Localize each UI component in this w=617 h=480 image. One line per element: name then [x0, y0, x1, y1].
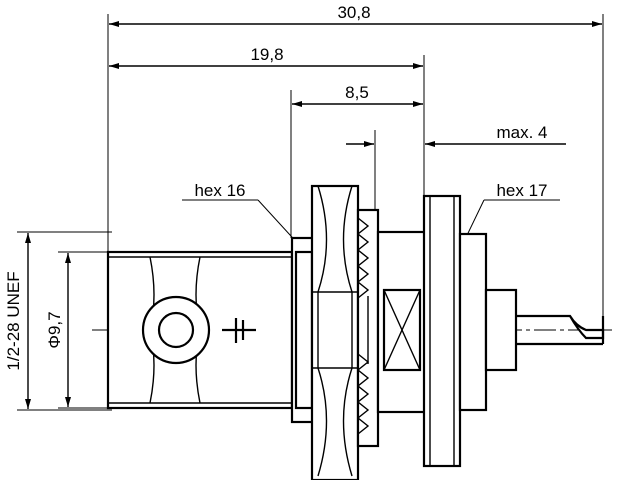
dimension-lines — [25, 21, 602, 409]
cross-mark — [222, 318, 256, 343]
dim-overall-length: 30,8 — [337, 3, 370, 22]
lock-washer — [356, 208, 380, 448]
hex-nut — [310, 184, 360, 480]
dim-body-diameter: Φ9,7 — [45, 311, 64, 348]
dim-thread-length: 8,5 — [345, 83, 369, 102]
rear-collar — [458, 232, 518, 412]
dim-thread-spec: 1/2-28 UNEF — [4, 271, 23, 370]
hex-flange — [422, 194, 462, 468]
solder-pin — [516, 314, 605, 346]
dim-length-to-flange: 19,8 — [250, 45, 283, 64]
dim-panel-thickness: max. 4 — [496, 123, 547, 142]
callout-hex-17: hex 17 — [496, 181, 547, 200]
callout-hex-16: hex 16 — [194, 181, 245, 200]
inner-body — [376, 230, 428, 414]
bayonet-body — [106, 250, 294, 410]
